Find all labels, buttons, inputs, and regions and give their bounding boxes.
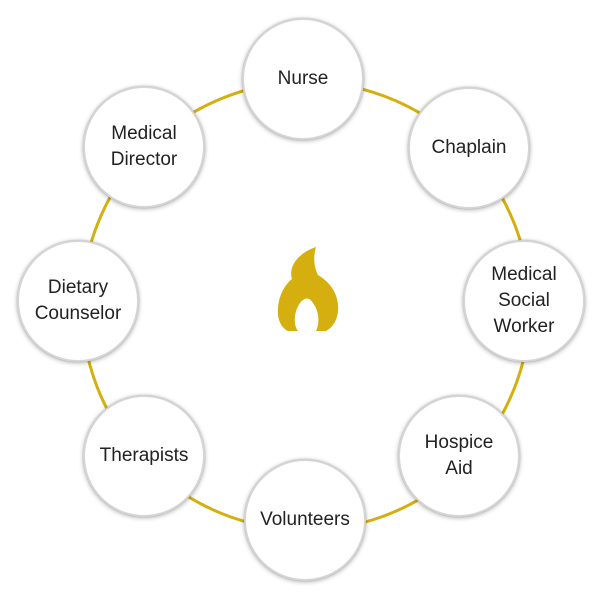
node-label: Medical Social Worker [491,264,557,337]
node-medical-director: Medical Director [83,86,205,208]
node-chaplain: Chaplain [408,87,530,209]
flame-icon [277,247,339,331]
flame-shape [277,247,339,331]
node-volunteers: Volunteers [244,459,366,581]
node-label: Hospice Aid [424,432,494,479]
node-hospice-aid: Hospice Aid [398,395,520,517]
node-therapists: Therapists [83,395,205,517]
node-label: Nurse [277,68,329,89]
node-medical-social-worker: Medical Social Worker [463,240,585,362]
node-label: Medical Director [110,123,178,170]
node-dietary-counselor: Dietary Counselor [17,240,139,362]
node-nurse: Nurse [242,18,364,140]
node-label: Volunteers [260,509,350,530]
node-label: Chaplain [431,137,507,158]
node-label: Dietary Counselor [34,277,122,324]
node-label: Therapists [99,445,189,466]
